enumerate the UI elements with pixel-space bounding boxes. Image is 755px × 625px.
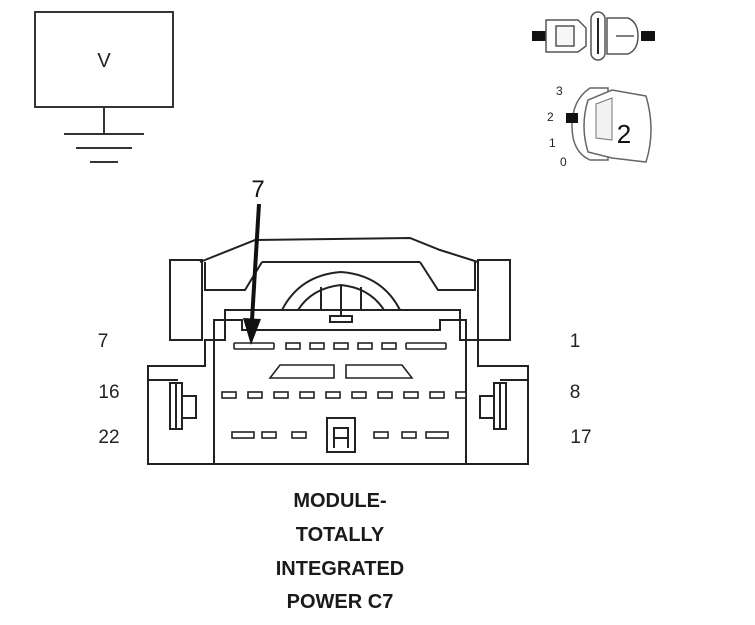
voltmeter-box [34,11,174,108]
connector-key [326,417,356,453]
connector-cavities [221,342,467,439]
connector-c7 [147,236,529,465]
connector-latch [281,270,401,311]
pin-label-mid-right: 8 [570,382,581,403]
connector-caption-line-2: TOTALLY [295,524,385,546]
callout-arrow-icon [243,203,261,345]
ignition-switch-icon: 3 2 1 0 2 [547,84,652,169]
connector-caption-line-4: POWER C7 [286,591,394,613]
callout-label: 7 [251,176,264,203]
voltmeter-label: V [97,50,111,72]
connector-caption-line-1: MODULE- [293,490,387,512]
connector-caption-line-3: INTEGRATED [275,558,405,580]
pin-label-bottom-right: 17 [570,427,591,448]
ignition-pos-3: 3 [556,84,563,98]
back-probe-icon [532,11,655,61]
ignition-pos-1: 1 [549,136,556,150]
pin-label-bottom-left: 22 [98,427,119,448]
connector-right-post [477,259,511,341]
voltmeter: V [34,11,174,163]
pin-label-top-left: 7 [98,331,109,352]
pin-label-mid-left: 16 [98,382,119,403]
ignition-pos-2: 2 [547,110,554,124]
pin-label-top-right: 1 [570,331,581,352]
ground-symbol-icon [64,133,144,163]
connector-left-post [169,259,203,341]
connector-hood [199,236,479,263]
ignition-pos-0: 0 [560,155,567,169]
ignition-selected-position: 2 [617,119,631,149]
connector-housing [147,309,529,465]
